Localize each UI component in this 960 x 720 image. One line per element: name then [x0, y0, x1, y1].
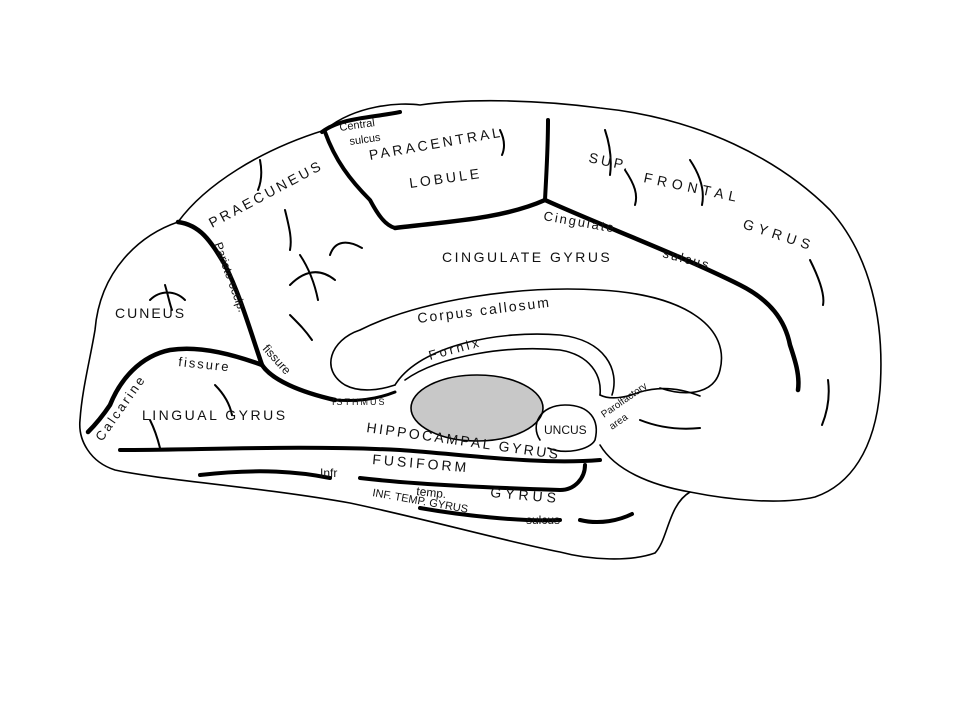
paracentral-boundary [323, 130, 397, 230]
label-cingulate-sulcus-1: Cingulate [542, 208, 616, 235]
label-fissure-po: fissure [260, 342, 294, 378]
minor-sulcus-7 [689, 159, 825, 306]
central-sulcus-line [320, 110, 402, 134]
cingulate-sulcus [392, 197, 801, 393]
label-praecuneus: PRAECUNEUS [206, 157, 326, 231]
marginal-sulcus [543, 118, 550, 202]
minor-sulcus-1 [284, 209, 319, 301]
label-central-sulcus-2: sulcus [349, 132, 382, 148]
corpus-callosum-outline [330, 288, 723, 394]
label-sulcus-inf: sulcus [526, 513, 560, 527]
minor-sulcus-8 [639, 379, 830, 430]
minor-sulcus-4 [149, 284, 186, 311]
label-sup-frontal-c: GYRUS [741, 216, 817, 254]
minor-sulcus-3 [289, 314, 313, 341]
label-fusiform-b: GYRUS [490, 484, 561, 506]
label-cingulate-gyrus: CINGULATE GYRUS [442, 249, 612, 265]
label-parieto-occip: Parieto-occip. [211, 240, 249, 314]
label-cuneus: CUNEUS [115, 305, 186, 321]
minor-sulcus-9 [257, 129, 506, 191]
hemisphere-outline [79, 99, 882, 560]
collateral-sulcus [118, 445, 602, 464]
label-infr: Infr [320, 466, 337, 480]
subparietal-sulcus [333, 390, 397, 402]
label-fissure-calc: fissure [178, 354, 232, 374]
label-central-sulcus-1: Central [339, 117, 376, 134]
thalamus-region [410, 374, 544, 442]
inf-temp-sulcus [198, 469, 634, 525]
fornix-inner [404, 347, 601, 396]
lamina-terminalis [599, 387, 701, 399]
label-paracentral: PARACENTRAL [368, 124, 504, 163]
label-lingual-gyrus: LINGUAL GYRUS [142, 407, 288, 423]
parieto-occipital-fissure [175, 219, 338, 403]
minor-sulcus-5 [149, 384, 233, 449]
minor-sulcus-2 [289, 241, 363, 286]
rhinal-sulcus [358, 463, 587, 492]
label-cingulate-sulcus-2: sulcus [661, 245, 712, 272]
uncus-outline [535, 404, 597, 452]
temporal-pole-curve [599, 444, 691, 493]
minor-sulcus-6 [604, 129, 638, 206]
label-corpus-callosum: Corpus callosum [416, 294, 551, 326]
calcarine-fissure [85, 346, 265, 435]
label-lobule: LOBULE [408, 165, 483, 191]
label-isthmus: ISTHMUS [332, 397, 387, 407]
fornix-outline [394, 333, 615, 396]
label-temp: temp. [416, 484, 447, 501]
label-uncus: UNCUS [544, 423, 587, 437]
label-sup-frontal-b: FRONTAL [642, 169, 742, 205]
